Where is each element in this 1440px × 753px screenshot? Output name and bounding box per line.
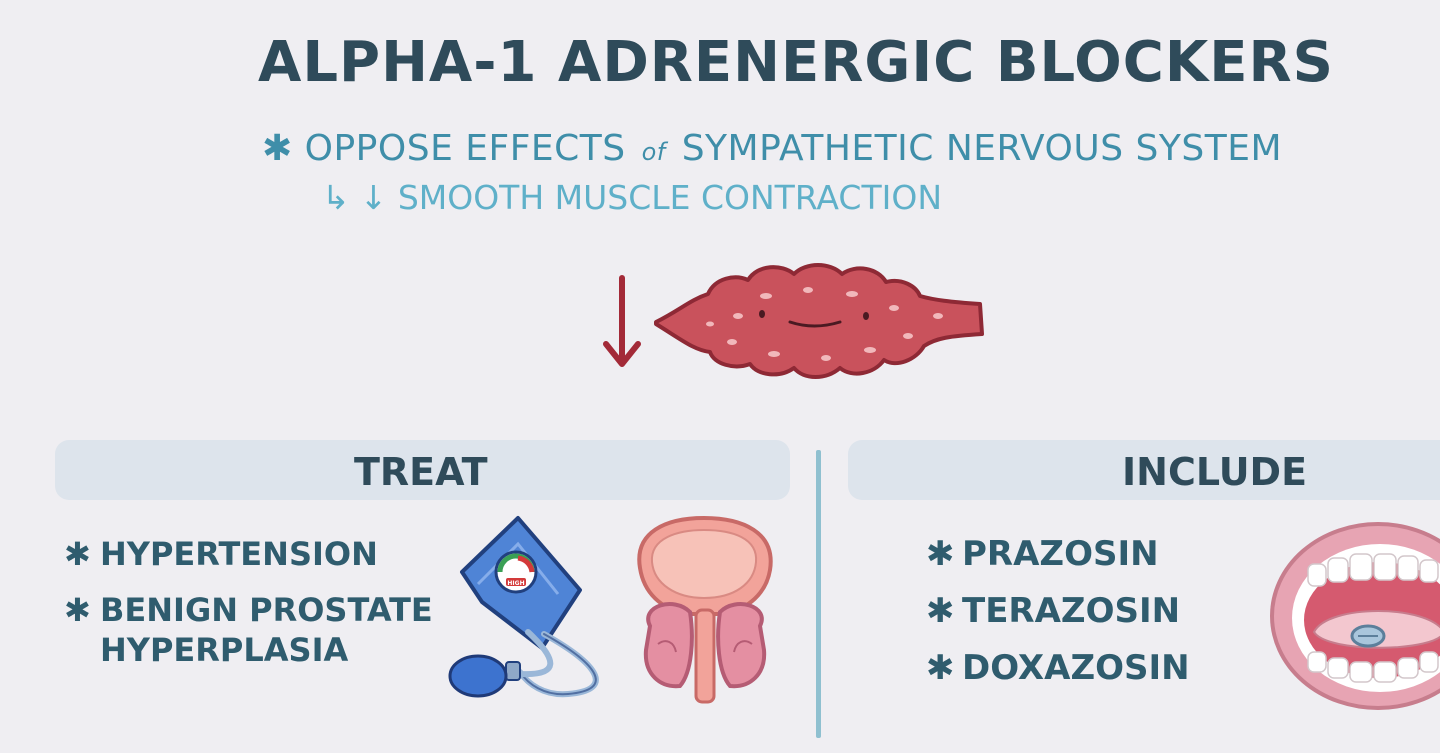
blood-pressure-cuff-icon: HIGH: [448, 516, 599, 698]
section-divider: [816, 450, 821, 738]
include-header-bar: [848, 440, 1440, 500]
treat-item-label: BENIGN PROSTATE: [100, 591, 433, 629]
prostate-bladder-icon: [637, 515, 773, 704]
smooth-muscle-illustration: [603, 263, 984, 379]
key-point-connector: of: [641, 138, 666, 166]
treat-list: ✱ HYPERTENSION ✱ BENIGN PROSTATE HYPERPL…: [64, 534, 454, 686]
treat-item-label-continued: HYPERPLASIA: [100, 631, 349, 669]
drug-name: PRAZOSIN: [962, 534, 1159, 574]
key-point-text-before: OPPOSE EFFECTS: [304, 128, 626, 169]
sub-point-text: SMOOTH MUSCLE CONTRACTION: [397, 178, 943, 217]
bp-gauge-label: HIGH: [507, 580, 524, 587]
treat-header-bar: [55, 440, 790, 500]
list-item: ✱ PRAZOSIN: [926, 534, 1256, 574]
key-point-text-after: SYMPATHETIC NERVOUS SYSTEM: [681, 128, 1283, 169]
drug-name: DOXAZOSIN: [962, 648, 1190, 688]
drug-name: TERAZOSIN: [962, 591, 1181, 631]
treat-heading: TREAT: [354, 450, 488, 494]
key-point: ✱ OPPOSE EFFECTS of SYMPATHETIC NERVOUS …: [262, 128, 1282, 169]
hook-arrow-icon: ↳: [322, 178, 350, 217]
treat-item-label: HYPERTENSION: [100, 535, 378, 573]
open-mouth-pill-icon: [1270, 522, 1440, 710]
bullet-star-icon: ✱: [926, 534, 955, 574]
sub-point: ↳↓ SMOOTH MUSCLE CONTRACTION: [322, 178, 942, 217]
bullet-star-icon: ✱: [64, 535, 91, 573]
bullet-star-icon: ✱: [262, 128, 293, 169]
list-item: ✱ HYPERTENSION: [64, 534, 454, 574]
bullet-star-icon: ✱: [64, 591, 91, 629]
include-heading: INCLUDE: [1122, 450, 1308, 494]
list-item: ✱ BENIGN PROSTATE HYPERPLASIA: [64, 590, 454, 670]
bullet-star-icon: ✱: [926, 591, 955, 631]
decrease-red-arrow-icon: [603, 275, 641, 367]
bullet-star-icon: ✱: [926, 648, 955, 688]
smooth-muscle-cell-icon: [654, 263, 984, 379]
list-item: ✱ DOXAZOSIN: [926, 648, 1256, 688]
list-item: ✱ TERAZOSIN: [926, 591, 1256, 631]
page-title: ALPHA-1 ADRENERGIC BLOCKERS: [258, 30, 1334, 95]
include-list: ✱ PRAZOSIN ✱ TERAZOSIN ✱ DOXAZOSIN: [926, 534, 1256, 705]
decrease-arrow-icon: ↓: [359, 178, 388, 217]
